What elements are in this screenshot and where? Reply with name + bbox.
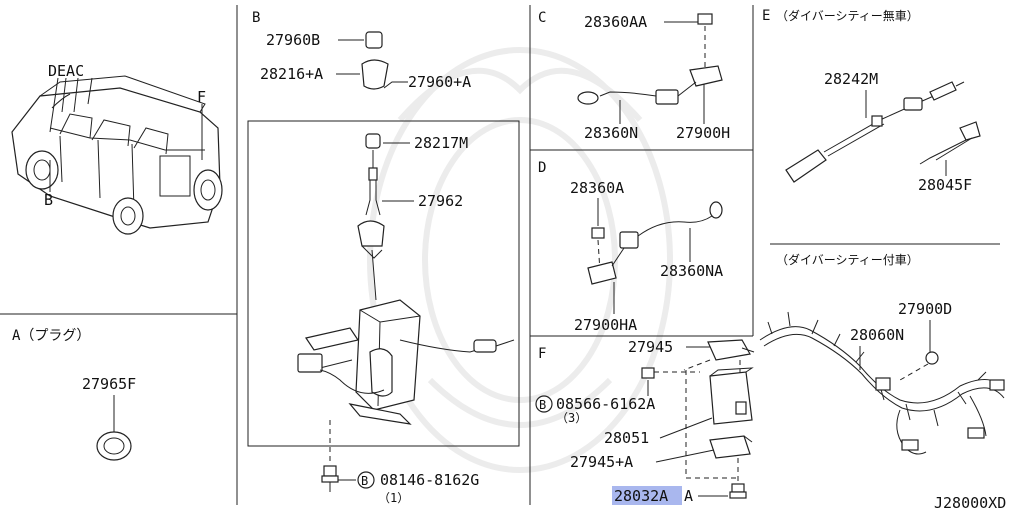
part-27900ha[interactable]: 27900HA	[574, 316, 637, 334]
part-27900d[interactable]: 27900D	[898, 300, 952, 318]
bolt-27900d	[899, 351, 939, 381]
part-27960b[interactable]: 27960B	[266, 31, 320, 49]
bolt-f-circle: B	[539, 398, 546, 412]
diagram-code: J28000XD	[934, 494, 1006, 510]
part-08146-qty: （1）	[378, 491, 409, 505]
callout-b: B	[44, 191, 53, 209]
feeder-cable-28242m	[785, 81, 965, 183]
bolt-f	[641, 367, 700, 396]
part-28032a[interactable]: 28032A	[614, 487, 668, 505]
part-28216a[interactable]: 28216+A	[260, 65, 323, 83]
plug-27965f	[96, 431, 132, 461]
part-28045f[interactable]: 28045F	[918, 176, 972, 194]
callout-f: F	[197, 88, 206, 106]
part-28051[interactable]: 28051	[604, 429, 649, 447]
clip-28045f	[919, 121, 981, 165]
part-08146-8162g[interactable]: 08146-8162G	[380, 471, 479, 489]
part-28242m[interactable]: 28242M	[824, 70, 878, 88]
section-e2-note: （ダイバーシティー付車）	[776, 252, 919, 267]
part-08566-6162a[interactable]: 08566-6162A	[556, 395, 655, 413]
panel-frames	[0, 5, 1000, 505]
section-d-label: D	[538, 160, 546, 176]
callout-deac: DEAC	[48, 62, 84, 80]
bolt-b-circle: B	[361, 474, 368, 488]
part-27965f[interactable]: 27965F	[82, 375, 136, 393]
part-08566-qty: （3）	[556, 411, 587, 425]
watermark	[367, 47, 673, 473]
vehicle-illustration	[11, 75, 223, 235]
part-27962[interactable]: 27962	[418, 192, 463, 210]
part-28360na[interactable]: 28360NA	[660, 262, 723, 280]
section-a-title: A（プラグ）	[12, 328, 90, 344]
part-28217m[interactable]: 28217M	[414, 134, 468, 152]
ground-strap-d	[587, 201, 723, 285]
bolt-f-callout[interactable]: B	[535, 395, 553, 413]
part-28032a-suffix: A	[684, 487, 693, 505]
section-c-label: C	[538, 10, 546, 26]
part-28060n[interactable]: 28060N	[850, 326, 904, 344]
part-27945[interactable]: 27945	[628, 338, 673, 356]
part-27960a[interactable]: 27960+A	[408, 73, 471, 91]
section-b-label: B	[252, 10, 260, 26]
part-28360aa[interactable]: 28360AA	[584, 13, 647, 31]
section-f-label: F	[538, 346, 546, 362]
part-28032a-highlight	[612, 486, 682, 505]
antenna-assembly	[297, 31, 515, 492]
part-28360a[interactable]: 28360A	[570, 179, 624, 197]
diversity-module	[683, 339, 755, 499]
bolt-b-callout[interactable]: B	[357, 471, 375, 489]
harness-28060n	[759, 311, 1005, 455]
section-e-label: E	[762, 8, 770, 24]
section-e-note: （ダイバーシティー無車）	[776, 8, 919, 23]
part-27900h[interactable]: 27900H	[676, 124, 730, 142]
part-28360n[interactable]: 28360N	[584, 124, 638, 142]
part-27945a[interactable]: 27945+A	[570, 453, 633, 471]
ground-strap-c	[577, 13, 723, 105]
